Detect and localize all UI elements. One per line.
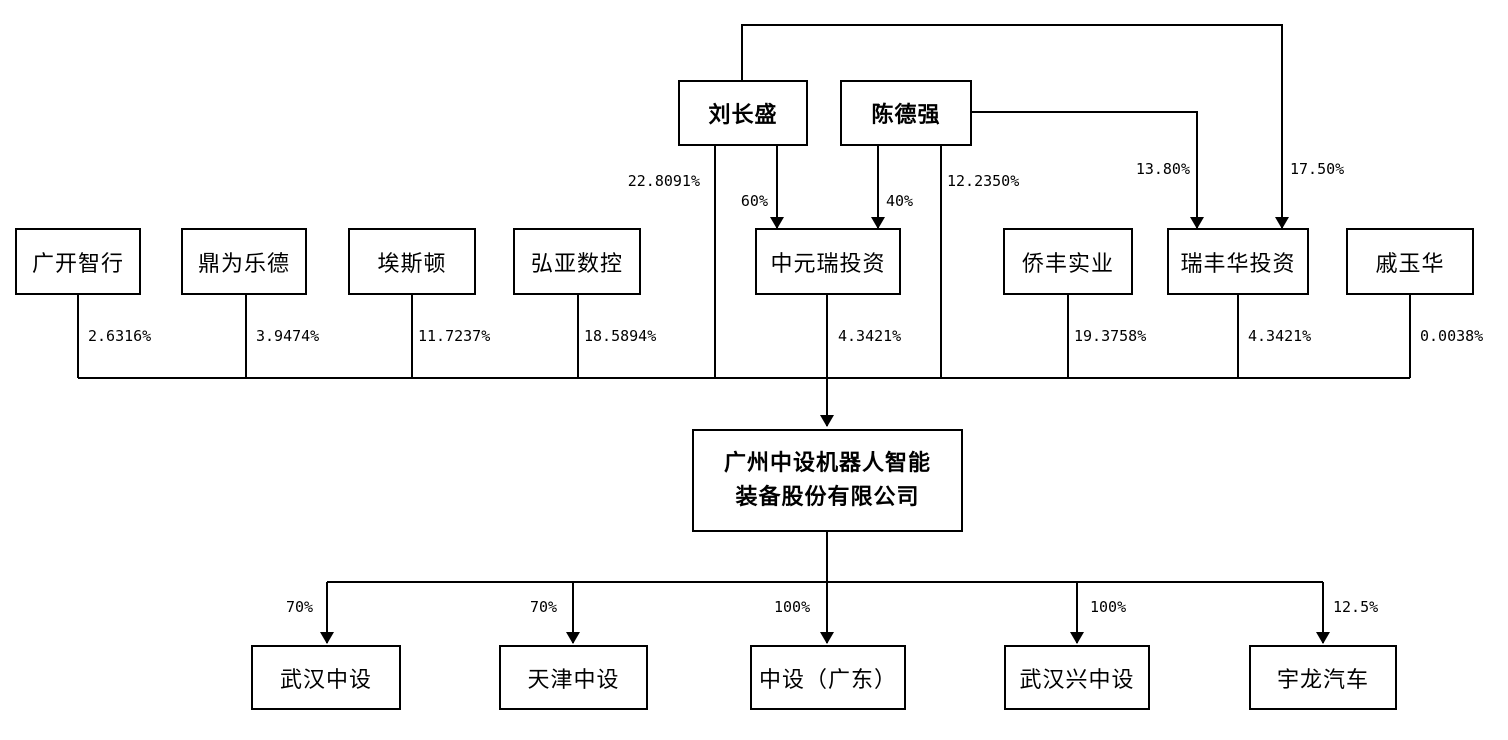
subsidiary-pct: 100%	[1090, 598, 1127, 616]
subsidiary-box: 天津中设	[499, 645, 648, 710]
subsidiary-pct: 70%	[286, 598, 314, 616]
shareholder-pct: 3.9474%	[256, 327, 320, 345]
chen-ruifenghua-pct: 13.80%	[1135, 160, 1190, 178]
shareholder-pct: 11.7237%	[418, 327, 491, 345]
shareholder-box: 瑞丰华投资	[1167, 228, 1309, 295]
person-liu-changsheng: 刘长盛	[678, 80, 808, 146]
line-liu-ruifenghua	[741, 24, 1289, 229]
liu-direct-pct: 22.8091%	[627, 172, 700, 190]
person-chen-deqiang: 陈德强	[840, 80, 972, 146]
shareholder-pct: 0.0038%	[1420, 327, 1484, 345]
company-name-line1: 广州中设机器人智能	[723, 450, 931, 476]
shareholder-pct: 2.6316%	[88, 327, 152, 345]
shareholder-box: 戚玉华	[1346, 228, 1474, 295]
company-name-line2: 装备股份有限公司	[735, 484, 920, 510]
subsidiary-box: 武汉兴中设	[1004, 645, 1150, 710]
subsidiary-pct: 70%	[530, 598, 558, 616]
shareholder-box: 中元瑞投资	[755, 228, 901, 295]
line-chen-ruifenghua	[972, 111, 1204, 229]
shareholder-pct: 18.5894%	[584, 327, 657, 345]
main-company-box: 广州中设机器人智能 装备股份有限公司	[692, 429, 963, 532]
shareholder-box: 埃斯顿	[348, 228, 476, 295]
chen-direct-pct: 12.2350%	[947, 172, 1020, 190]
subsidiary-box: 中设（广东）	[750, 645, 906, 710]
shareholder-box: 鼎为乐德	[181, 228, 307, 295]
shareholder-box: 弘亚数控	[513, 228, 641, 295]
liu-zhongyuan-pct: 60%	[740, 192, 768, 210]
liu-ruifenghua-pct: 17.50%	[1290, 160, 1345, 178]
subsidiary-box: 宇龙汽车	[1249, 645, 1397, 710]
subsidiary-pct: 12.5%	[1333, 598, 1379, 616]
shareholder-box: 侨丰实业	[1003, 228, 1133, 295]
chen-zhongyuan-pct: 40%	[886, 192, 914, 210]
shareholder-pct: 19.3758%	[1074, 327, 1147, 345]
subsidiary-pct: 100%	[774, 598, 811, 616]
shareholder-box: 广开智行	[15, 228, 141, 295]
shareholder-pct: 4.3421%	[838, 327, 902, 345]
subsidiary-box: 武汉中设	[251, 645, 401, 710]
shareholder-pct: 4.3421%	[1248, 327, 1312, 345]
